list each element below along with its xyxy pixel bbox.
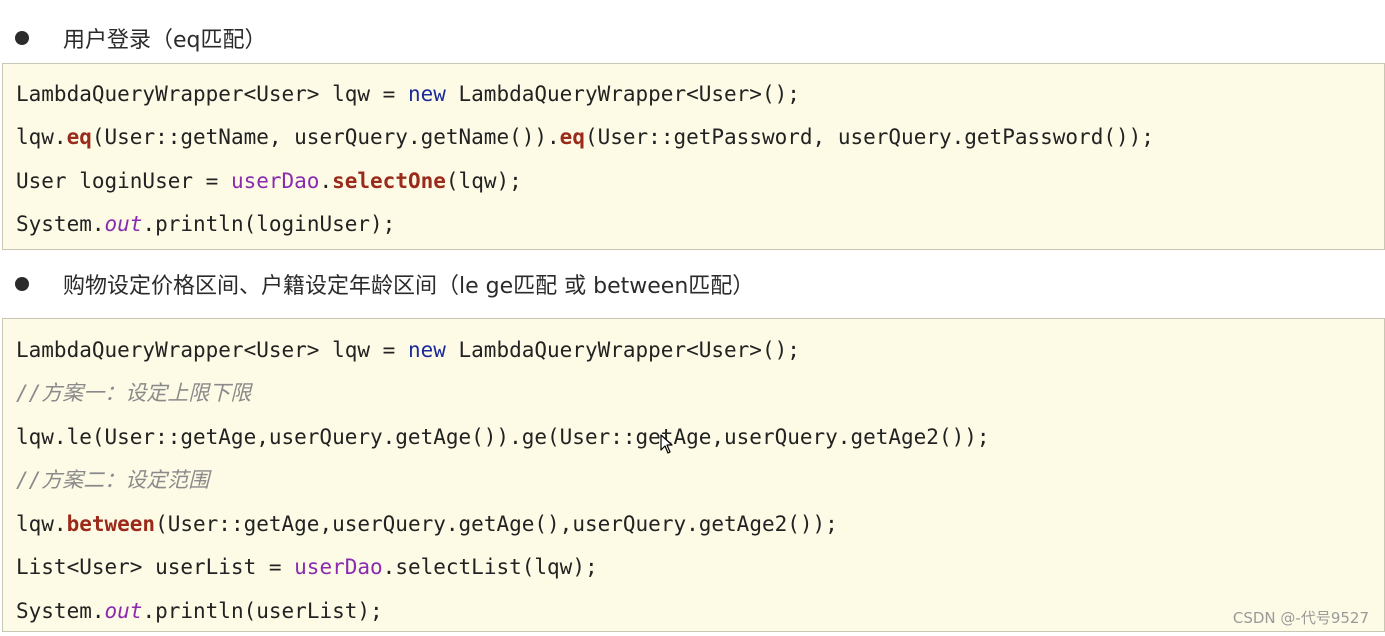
bullet-icon: [15, 277, 29, 291]
code-line: lqw.eq(User::getName, userQuery.getName(…: [16, 125, 1154, 149]
field-out: out: [104, 212, 143, 236]
bullet-icon: [15, 31, 29, 45]
field-userdao: userDao: [230, 169, 320, 193]
section2-heading-text: 购物设定价格区间、户籍设定年龄区间（le ge匹配 或 between匹配）: [63, 274, 755, 299]
method-eq: eq: [66, 125, 92, 149]
field-userdao: userDao: [294, 555, 383, 579]
method-between: between: [66, 512, 156, 536]
code-line: User loginUser = userDao.selectOne(lqw);: [16, 169, 522, 193]
method-selectone: selectOne: [332, 169, 446, 193]
code-block-login: LambdaQueryWrapper<User> lqw = new Lambd…: [2, 63, 1385, 250]
watermark: CSDN @-代号9527: [1232, 609, 1369, 627]
code-line: LambdaQueryWrapper<User> lqw = new Lambd…: [16, 82, 800, 106]
code-line: lqw.between(User::getAge,userQuery.getAg…: [16, 512, 838, 536]
mouse-cursor-icon: [660, 434, 673, 454]
code-line: System.out.println(loginUser);: [16, 212, 396, 236]
code-line: LambdaQueryWrapper<User> lqw = new Lambd…: [16, 338, 800, 362]
code-comment: //方案二：设定范围: [16, 468, 210, 492]
code-line: lqw.le(User::getAge,userQuery.getAge()).…: [16, 425, 990, 449]
code-block-range: LambdaQueryWrapper<User> lqw = new Lambd…: [2, 318, 1385, 632]
method-eq: eq: [559, 125, 585, 149]
keyword-new: new: [407, 82, 446, 106]
code-comment: //方案一：设定上限下限: [16, 381, 252, 405]
section1-heading: 用户登录（eq匹配）: [0, 18, 267, 58]
section2-heading: 购物设定价格区间、户籍设定年龄区间（le ge匹配 或 between匹配）: [0, 264, 754, 304]
field-out: out: [104, 599, 143, 623]
code-line: List<User> userList = userDao.selectList…: [16, 555, 598, 579]
code-line: System.out.println(userList);: [16, 599, 383, 623]
section1-heading-text: 用户登录（eq匹配）: [63, 28, 267, 53]
keyword-new: new: [407, 338, 446, 362]
